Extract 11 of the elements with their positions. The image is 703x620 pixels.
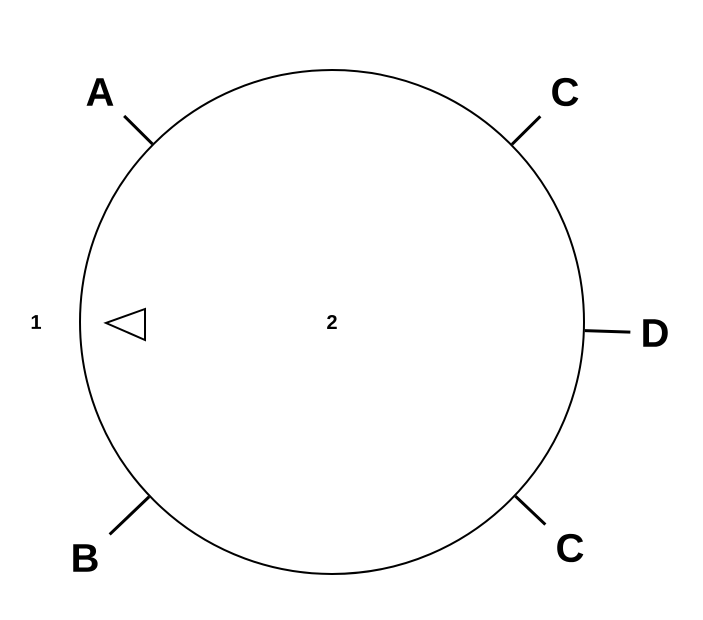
part-label: C (557, 534, 584, 562)
part-label: C (552, 78, 578, 106)
leader-line (514, 495, 546, 526)
part-label: D (643, 319, 668, 347)
leader-line (123, 114, 154, 145)
leader-line (584, 329, 630, 334)
part-label: A (86, 78, 114, 106)
leader-line (511, 115, 542, 146)
leader-line (108, 496, 150, 536)
label: 1 (32, 315, 42, 329)
part-label: B (73, 544, 98, 572)
